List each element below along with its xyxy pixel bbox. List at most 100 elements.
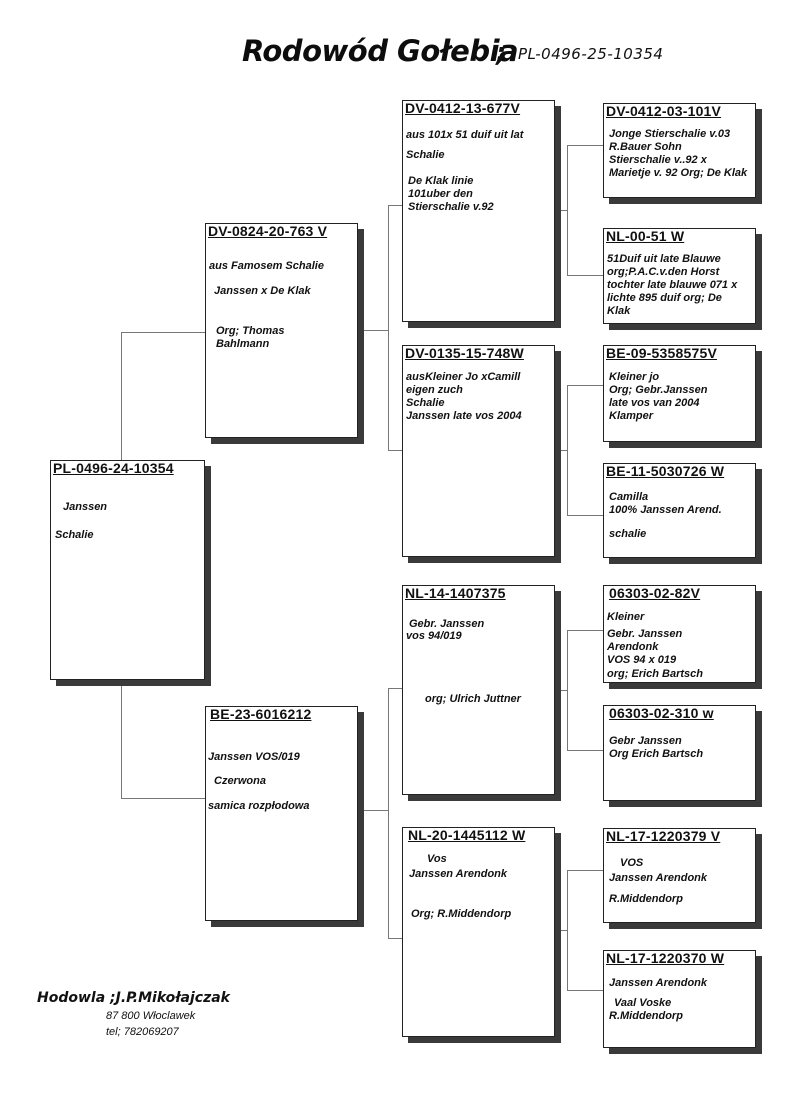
pedigree-note: eigen zuch xyxy=(406,384,463,396)
ring-number: DV-0824-20-763 V xyxy=(208,223,328,239)
connector-line xyxy=(388,450,402,451)
title-ring-number: PL-0496-25-10354 xyxy=(518,45,664,63)
pedigree-note: Camilla xyxy=(609,491,649,503)
pedigree-note: R.Middendorp xyxy=(609,1010,683,1022)
ring-number: DV-0135-15-748W xyxy=(405,345,524,361)
pedigree-note: Schalie xyxy=(406,397,445,409)
ring-number: DV-0412-03-101V xyxy=(606,103,722,119)
pedigree-note: Org; Gebr.Janssen xyxy=(609,384,708,396)
pedigree-note: Org Erich Bartsch xyxy=(609,748,704,760)
great-grandparent-card: BE-11-5030726 W Camilla 100% Janssen Are… xyxy=(603,463,756,558)
pedigree-note: aus 101x 51 duif uit lat xyxy=(406,129,524,141)
pedigree-note: Stierschalie v..92 x xyxy=(609,154,707,166)
ring-number: NL-17-1220370 W xyxy=(606,950,725,966)
pedigree-note: VOS 94 x 019 xyxy=(607,654,677,666)
ring-number: BE-09-5358575V xyxy=(606,345,717,361)
great-grandparent-card: 06303-02-310 w Gebr Janssen Org Erich Ba… xyxy=(603,705,756,801)
pedigree-note: Gebr. Janssen xyxy=(607,628,683,640)
pedigree-note: ausKleiner Jo xCamill xyxy=(406,371,521,383)
father-card: DV-0824-20-763 V aus Famosem Schalie Jan… xyxy=(205,223,358,438)
connector-line xyxy=(567,870,568,990)
ring-number: BE-11-5030726 W xyxy=(606,463,725,479)
pedigree-note: Bahlmann xyxy=(216,338,270,350)
connector-line xyxy=(121,332,205,333)
pedigree-note: Janssen VOS/019 xyxy=(208,751,300,763)
pedigree-note: org; Ulrich Juttner xyxy=(425,693,521,705)
pedigree-note: lichte 895 duif org; De xyxy=(607,292,722,304)
paternal-grandmother-card: DV-0135-15-748W ausKleiner Jo xCamill ei… xyxy=(402,345,555,557)
pedigree-note: 100% Janssen Arend. xyxy=(609,504,722,516)
ring-number: 06303-02-82V xyxy=(609,585,701,601)
connector-line xyxy=(121,798,205,799)
pedigree-note: Kleiner xyxy=(607,611,645,623)
pedigree-note: Schalie xyxy=(55,529,94,541)
connector-line xyxy=(358,330,388,331)
pedigree-note: VOS xyxy=(620,857,644,869)
ring-number: 06303-02-310 w xyxy=(609,705,714,721)
connector-line xyxy=(567,870,603,871)
connector-line xyxy=(567,630,568,750)
ring-number: NL-17-1220379 V xyxy=(606,828,721,844)
pedigree-note: Vos xyxy=(427,853,447,865)
maternal-grandmother-card: NL-20-1445112 W Vos Janssen Arendonk Org… xyxy=(402,827,555,1037)
great-grandparent-card: DV-0412-03-101V Jonge Stierschalie v.03 … xyxy=(603,103,756,198)
great-grandparent-card: 06303-02-82V Kleiner Gebr. Janssen Arend… xyxy=(603,585,756,683)
pedigree-note: Gebr Janssen xyxy=(609,735,682,747)
connector-line xyxy=(121,682,122,798)
ring-number: PL-0496-24-10354 xyxy=(53,460,174,476)
connector-line xyxy=(388,688,402,689)
pedigree-note: Czerwona xyxy=(214,775,266,787)
ring-number: BE-23-6016212 xyxy=(210,706,312,722)
connector-line xyxy=(388,205,402,206)
ring-number: NL-00-51 W xyxy=(606,228,685,244)
title-separator: ; xyxy=(496,38,507,68)
pedigree-note: Org; Thomas xyxy=(216,325,285,337)
connector-line xyxy=(567,145,603,146)
connector-line xyxy=(388,205,389,450)
ring-number: DV-0412-13-677V xyxy=(405,100,521,116)
pedigree-note: vos 94/019 xyxy=(406,630,462,642)
pedigree-note: schalie xyxy=(609,528,647,540)
connector-line xyxy=(555,450,567,451)
connector-line xyxy=(567,275,603,276)
pedigree-note: tochter late blauwe 071 x xyxy=(607,279,738,291)
breeder-phone: tel; 782069207 xyxy=(106,1026,179,1038)
paternal-grandfather-card: DV-0412-13-677V aus 101x 51 duif uit lat… xyxy=(402,100,555,322)
pedigree-note: org; Erich Bartsch xyxy=(607,668,703,680)
connector-line xyxy=(567,990,603,991)
great-grandparent-card: NL-00-51 W 51Duif uit late Blauwe org;P.… xyxy=(603,228,756,324)
pedigree-note: De Klak linie xyxy=(408,175,474,187)
connector-line xyxy=(388,938,402,939)
great-grandparent-card: NL-17-1220379 V VOS Janssen Arendonk R.M… xyxy=(603,828,756,923)
pedigree-note: Vaal Voske xyxy=(614,997,672,1009)
connector-line xyxy=(567,630,603,631)
great-grandparent-card: NL-17-1220370 W Janssen Arendonk Vaal Vo… xyxy=(603,950,756,1048)
pedigree-note: 51Duif uit late Blauwe xyxy=(607,253,721,265)
maternal-grandfather-card: NL-14-1407375 Gebr. Janssen vos 94/019 o… xyxy=(402,585,555,795)
pedigree-note: Schalie xyxy=(406,149,445,161)
connector-line xyxy=(388,688,389,938)
connector-line xyxy=(567,385,568,515)
subject-pigeon-card: PL-0496-24-10354 Janssen Schalie xyxy=(50,460,205,680)
pedigree-note: Janssen x De Klak xyxy=(214,285,311,297)
pedigree-note: Kleiner jo xyxy=(609,371,660,383)
pedigree-note: Arendonk xyxy=(607,641,659,653)
mother-card: BE-23-6016212 Janssen VOS/019 Czerwona s… xyxy=(205,706,358,921)
page-title: Rodowód Gołebia xyxy=(242,34,519,68)
pedigree-note: Janssen Arendonk xyxy=(609,872,708,884)
pedigree-note: Jonge Stierschalie v.03 xyxy=(609,128,731,140)
pedigree-note: Janssen xyxy=(63,501,108,513)
pedigree-note: Janssen late vos 2004 xyxy=(406,410,522,422)
pedigree-note: Klak xyxy=(607,305,631,317)
pedigree-note: Org; R.Middendorp xyxy=(411,908,512,920)
connector-line xyxy=(555,930,567,931)
connector-line xyxy=(567,750,603,751)
pedigree-note: samica rozpłodowa xyxy=(208,800,310,812)
breeder-name: Hodowla ;J.P.Mikołajczak xyxy=(37,990,230,1006)
connector-line xyxy=(567,385,603,386)
connector-line xyxy=(555,210,567,211)
pedigree-note: Stierschalie v.92 xyxy=(408,201,494,213)
ring-number: NL-20-1445112 W xyxy=(408,827,526,843)
pedigree-note: Marietje v. 92 Org; De Klak xyxy=(609,167,748,179)
breeder-address: 87 800 Włoclawek xyxy=(106,1010,196,1022)
